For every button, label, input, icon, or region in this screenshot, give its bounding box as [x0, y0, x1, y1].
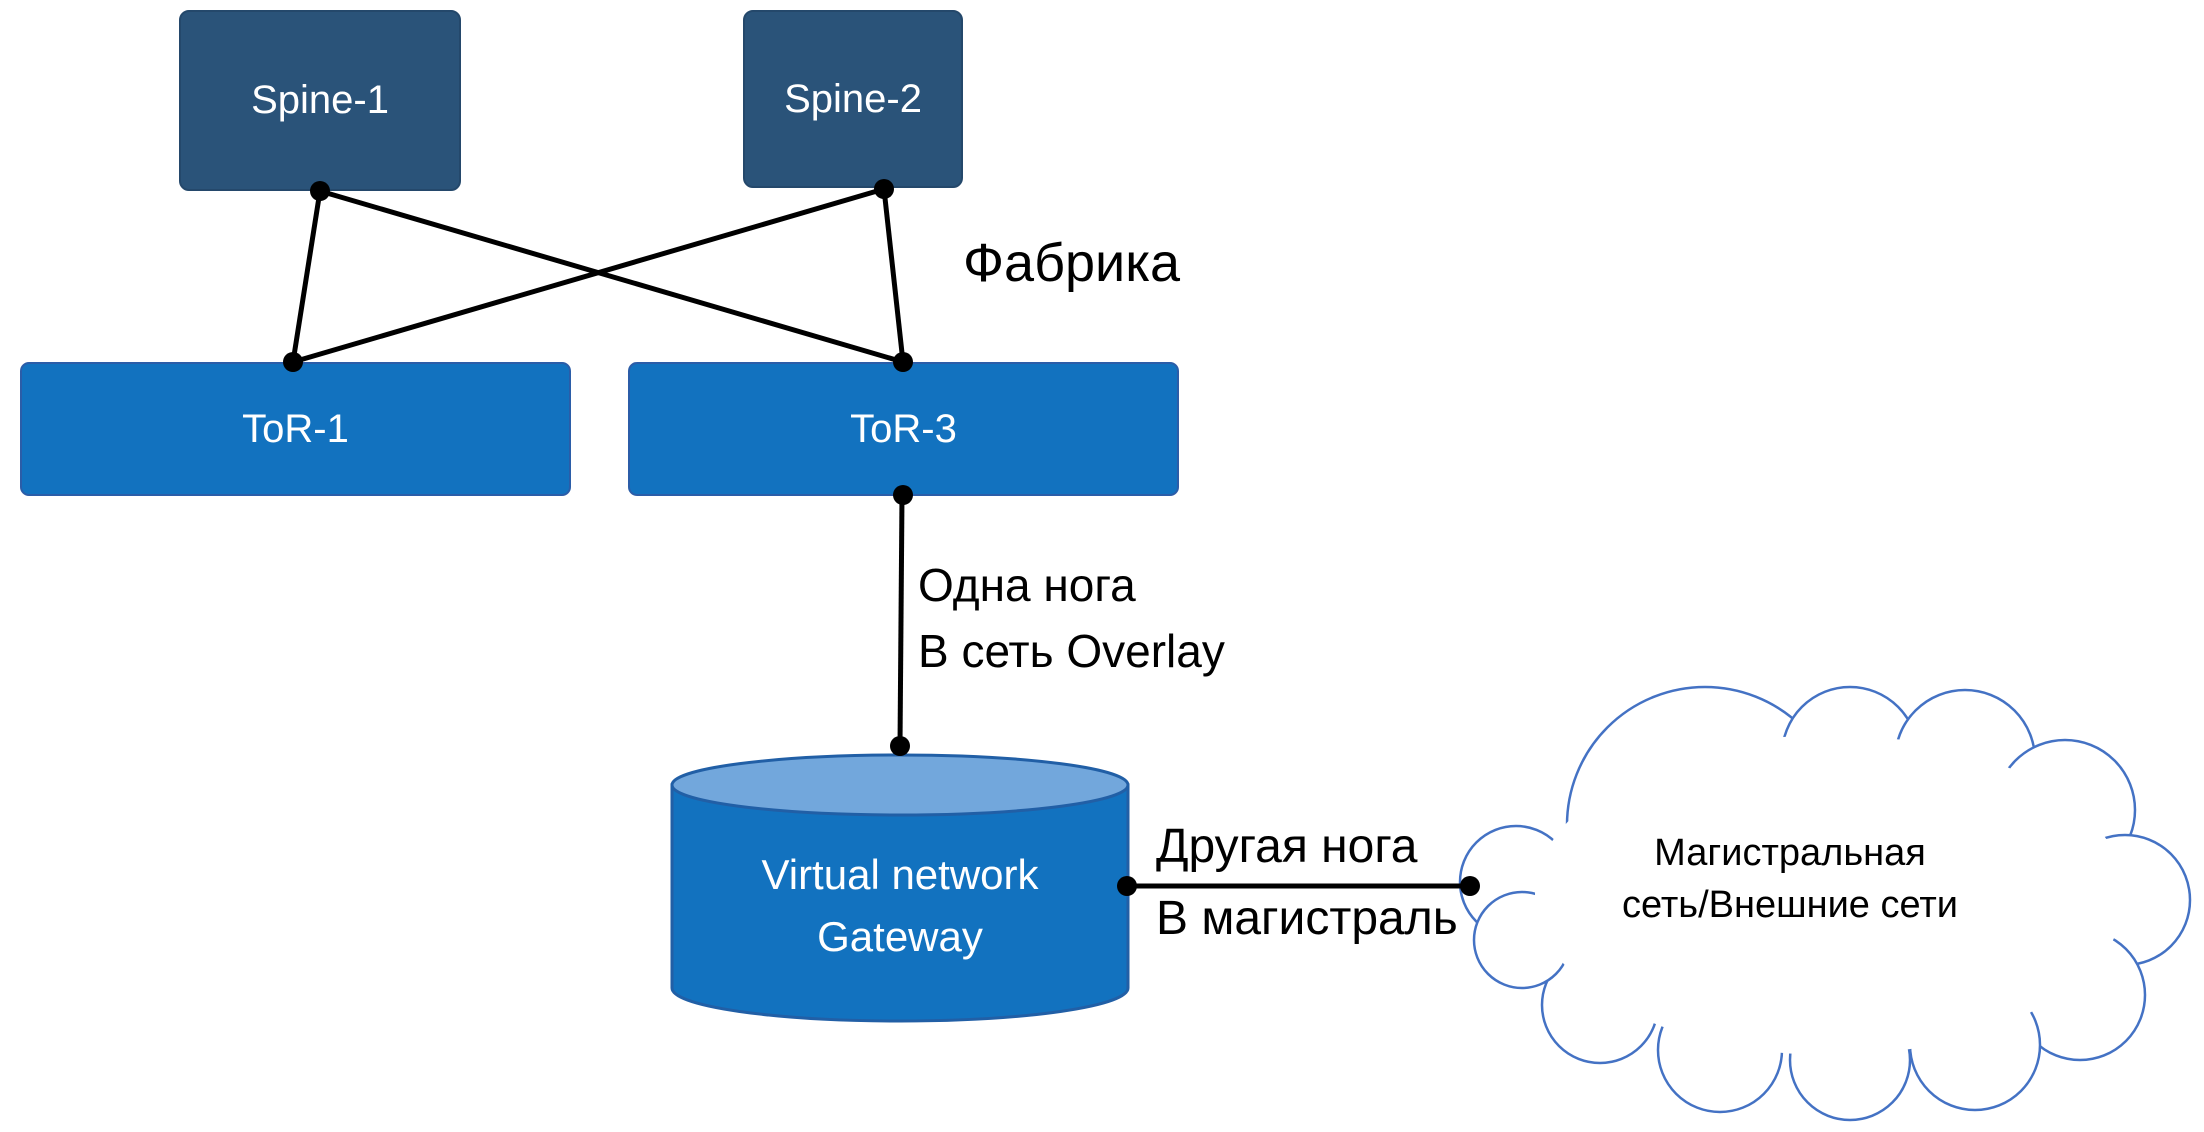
overlay-leg-label: Одна нога В сеть Overlay [918, 552, 1225, 684]
gateway-label-line1: Virtual network [761, 851, 1039, 898]
cloud-node-label: Магистральная сеть/Внешние сети [1590, 827, 1990, 931]
backbone-leg-label: Другая нога В магистраль [1156, 811, 1458, 955]
fabric-label-text: Фабрика [963, 233, 1181, 293]
backbone-leg-line2: В магистраль [1156, 892, 1458, 945]
tor3-node: ToR-3 [628, 362, 1179, 496]
cloud-bump-right [2058, 833, 2192, 967]
cloud-bump-upper-right [1993, 738, 2137, 882]
link-spine1-tor1 [290, 190, 323, 363]
cloud-bump-bottom-left [1656, 986, 1784, 1114]
cloud-bump-lower-left [1540, 945, 1660, 1065]
overlay-leg-line1: Одна нога [918, 559, 1136, 611]
spine2-node: Spine-2 [743, 10, 963, 188]
cloud-bump-left-bottom [1472, 890, 1572, 990]
tor1-label: ToR-1 [242, 406, 349, 451]
backbone-leg-line1: Другая нога [1156, 820, 1418, 873]
overlay-leg-line2: В сеть Overlay [918, 625, 1225, 677]
spine1-node: Spine-1 [179, 10, 461, 191]
tor3-label: ToR-3 [850, 406, 957, 451]
cloud-label-line1: Магистральная [1654, 832, 1926, 874]
fabric-label: Фабрика [963, 233, 1180, 293]
cylinder-top [670, 753, 1130, 817]
gateway-label-line2: Gateway [817, 913, 983, 960]
fabric-links [290, 186, 906, 365]
link-spine2-tor3 [881, 188, 906, 363]
connection-dots [283, 179, 1480, 896]
cloud-bump-bottom [1788, 998, 1912, 1122]
cloud-bump-lower-right [2013, 928, 2147, 1062]
gateway-node-label: Virtual network Gateway [672, 844, 1128, 968]
tor1-node: ToR-1 [20, 362, 571, 496]
cloud-bump-top-right [1893, 688, 2037, 832]
cloud-label-line2: сеть/Внешние сети [1622, 884, 1958, 926]
link-spine1-tor3 [319, 188, 904, 365]
spine2-label: Spine-2 [784, 76, 922, 121]
link-tor3-gateway [897, 494, 905, 747]
cloud-bump-left [1458, 824, 1574, 940]
cloud-bump-bottom-right [1908, 978, 2042, 1112]
spine1-label: Spine-1 [251, 78, 389, 122]
cloud-bump-top [1780, 685, 1920, 825]
dot-cloud-left [1460, 876, 1480, 896]
dot-gateway-top [890, 736, 910, 756]
link-spine2-tor1 [292, 186, 885, 365]
